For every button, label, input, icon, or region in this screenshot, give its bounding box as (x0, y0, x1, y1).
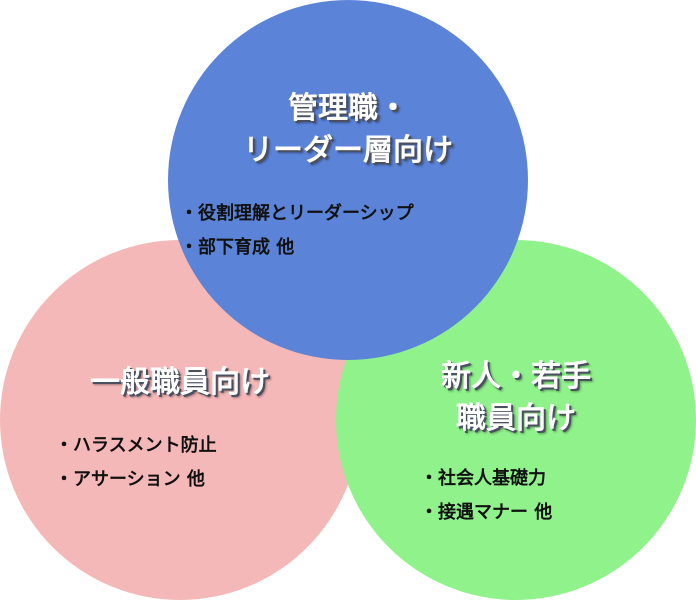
list-item: 社会人基礎力 (420, 462, 552, 496)
list-item: 部下育成 他 (180, 231, 414, 265)
list-item: アサーション 他 (55, 463, 217, 497)
title-line: 一般職員向け (90, 365, 270, 400)
title-line: 新人・若手 (441, 359, 591, 394)
title-line: 管理職・ (288, 91, 408, 126)
management-list: 役割理解とリーダーシップ 部下育成 他 (180, 197, 414, 265)
list-item: 役割理解とリーダーシップ (180, 197, 414, 231)
general-staff-list: ハラスメント防止 アサーション 他 (55, 429, 217, 497)
management-title: 管理職・ リーダー層向け (168, 88, 528, 172)
title-line: リーダー層向け (243, 133, 453, 168)
list-item: ハラスメント防止 (55, 429, 217, 463)
general-staff-title: 一般職員向け (0, 362, 360, 404)
newcomer-list: 社会人基礎力 接遇マナー 他 (420, 462, 552, 530)
title-line: 職員向け (456, 401, 576, 436)
management-circle (168, 0, 528, 360)
newcomer-title: 新人・若手 職員向け (336, 356, 696, 440)
list-item: 接遇マナー 他 (420, 496, 552, 530)
